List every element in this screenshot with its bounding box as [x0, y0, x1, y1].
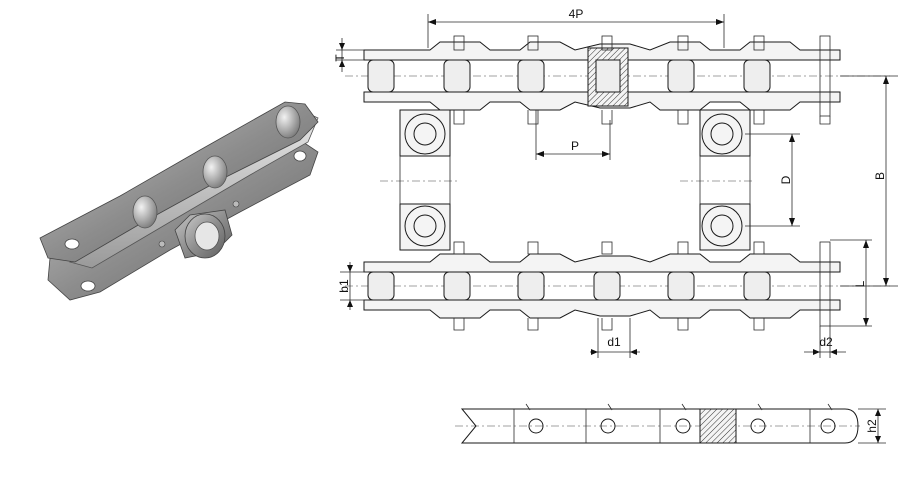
upper-strand — [363, 35, 841, 125]
dim-label-d: D — [779, 175, 793, 184]
dim-l: L — [830, 239, 872, 327]
dim-label-b: B — [873, 172, 887, 180]
lower-strand — [363, 241, 841, 331]
dim-label-p: P — [571, 139, 579, 153]
top-view-drawing: 4P T P D — [333, 7, 898, 358]
dim-p: P — [535, 110, 611, 160]
dim-label-d2: d2 — [819, 335, 833, 349]
dim-4p: 4P — [427, 7, 725, 48]
attachment-rings — [399, 109, 751, 251]
dim-label-l: L — [853, 280, 867, 287]
dim-d: D — [745, 133, 800, 227]
dim-label-4p: 4P — [569, 7, 584, 21]
dim-t: T — [333, 38, 364, 72]
dim-label-t: T — [333, 54, 347, 62]
dim-h2: h2 — [858, 408, 886, 444]
dim-d2: d2 — [804, 326, 846, 358]
dim-label-h2: h2 — [865, 419, 879, 433]
dim-b1: b1 — [337, 262, 368, 310]
dim-b: B — [840, 75, 898, 287]
side-view-drawing: h2 — [455, 403, 886, 444]
dim-label-b1: b1 — [337, 279, 351, 293]
dim-label-d1: d1 — [607, 335, 621, 349]
chain-photo — [39, 101, 319, 301]
dim-d1: d1 — [590, 318, 640, 358]
